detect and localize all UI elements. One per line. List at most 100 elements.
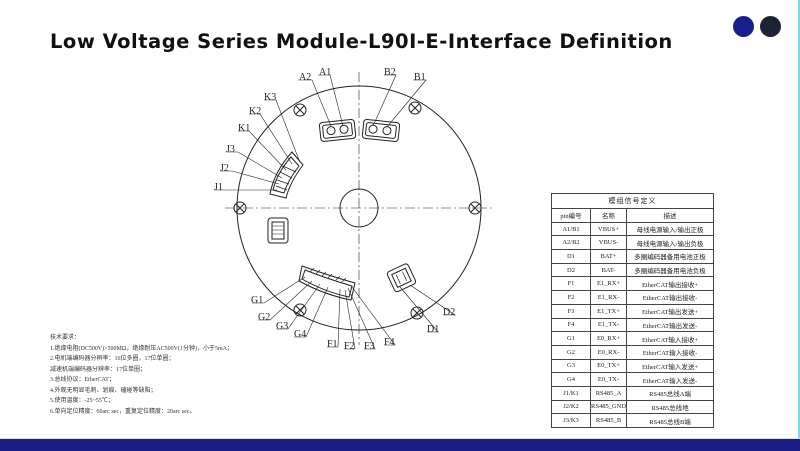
cell-desc: EtherCAT输出接收-: [626, 290, 715, 305]
tech-line: 4.外观无明显毛刺、划痕、磕碰等缺陷；: [50, 387, 157, 394]
tech-heading: 技术要求：: [50, 335, 81, 341]
edge-line: [798, 0, 800, 438]
decor-dot-blue: [733, 16, 754, 37]
cell-name: VBUS+: [589, 221, 628, 237]
cell-name: E0_RX-: [589, 344, 628, 360]
cell-name: E1_RX-: [589, 290, 628, 305]
cell-name: VBUS-: [589, 235, 628, 251]
cell-name: RS485_GND: [589, 399, 628, 415]
cell-pin: G3: [551, 358, 591, 374]
cell-desc: RS485总线B端: [626, 413, 715, 428]
cell-name: E0_RX+: [589, 331, 628, 346]
cell-name: BAT-: [589, 262, 628, 278]
tech-line: 5.使用温度：-25~55℃；: [50, 398, 114, 404]
table-header-row: pin编号 名称 描述: [551, 208, 715, 223]
connector-b: [361, 118, 401, 143]
label-K3: K3: [264, 92, 276, 103]
cell-pin: F1: [551, 276, 591, 292]
cell-pin: D2: [551, 262, 591, 278]
connector-gf: [298, 265, 356, 301]
label-K2: K2: [249, 106, 261, 117]
col-header-name: 名称: [589, 208, 628, 223]
label-G1: G1: [251, 295, 263, 306]
connector-side: [267, 217, 289, 244]
cell-name: E1_RX+: [589, 276, 628, 292]
leader-lines: [214, 74, 456, 350]
cell-name: E1_TX-: [589, 317, 628, 333]
label-F1: F1: [327, 339, 338, 350]
label-J1: J1: [214, 182, 223, 193]
cell-pin: D1: [551, 249, 591, 264]
cell-desc: 多圈编码器备用电池负极: [626, 262, 715, 278]
label-D2: D2: [443, 307, 455, 318]
label-A2: A2: [299, 72, 311, 83]
screw-icons: [233, 101, 482, 320]
label-F2: F2: [344, 341, 355, 352]
cell-desc: 母线电源输入/输出正极: [626, 221, 715, 237]
cell-desc: RS485总线地: [626, 399, 715, 415]
tech-line: 2.电机端编码器分辨率：16位多圈，17位单圈；: [50, 356, 175, 362]
cell-desc: RS485总线A端: [626, 385, 715, 401]
tech-line: 6.单向定位精度：60arc sec，重复定位精度：20arc sec。: [50, 408, 196, 415]
cell-pin: J3/K3: [551, 413, 591, 428]
label-D1: D1: [427, 324, 439, 335]
cell-pin: J1/K1: [551, 385, 591, 401]
label-F3: F3: [364, 341, 375, 352]
cell-desc: EtherCAT输出接收+: [626, 276, 715, 292]
cell-name: E0_TX+: [589, 358, 628, 374]
cell-desc: EtherCAT输入发送-: [626, 372, 715, 387]
label-J2: J2: [220, 163, 229, 174]
cell-pin: F4: [551, 317, 591, 333]
label-K1: K1: [238, 123, 250, 134]
cell-pin: G2: [551, 344, 591, 360]
cell-pin: G4: [551, 372, 591, 387]
cell-desc: 母线电源输入/输出负极: [626, 235, 715, 251]
cell-name: E0_TX-: [589, 372, 628, 387]
cell-name: BAT+: [589, 249, 628, 264]
cell-desc: EtherCAT输出发送+: [626, 303, 715, 319]
cell-pin: A1/B1: [551, 221, 591, 237]
cell-pin: F3: [551, 303, 591, 319]
connector-a: [318, 118, 357, 142]
cell-pin: A2/B2: [551, 235, 591, 251]
col-header-pin: pin编号: [551, 208, 591, 223]
label-G3: G3: [276, 321, 288, 332]
label-B1: B1: [414, 72, 426, 83]
cell-name: RS485_A: [589, 385, 628, 401]
label-G2: G2: [258, 312, 270, 323]
label-J3: J3: [226, 144, 235, 155]
cell-desc: EtherCAT输入发送+: [626, 358, 715, 374]
label-B2: B2: [384, 67, 396, 78]
col-header-desc: 描述: [626, 208, 715, 223]
cell-pin: F2: [551, 290, 591, 305]
label-F4: F4: [384, 337, 395, 348]
cell-desc: EtherCAT输出发送-: [626, 317, 715, 333]
technical-requirements: 技术要求： 1.绝缘电阻(DC500V)>500MΩ，绝缘耐压AC500V(1分…: [50, 333, 233, 417]
tech-line: 1.绝缘电阻(DC500V)>500MΩ，绝缘耐压AC500V(1分钟)，小于5…: [50, 345, 234, 352]
bottom-bar: [0, 438, 800, 451]
tech-line: 减速机端编码器分辨率：17位单圈；: [50, 366, 147, 373]
connector-d: [386, 263, 417, 293]
decor-dot-dark: [760, 16, 781, 37]
tech-line: 3.总线协议：EtherCAT；: [50, 377, 115, 383]
table-title: 模组信号定义: [550, 193, 715, 209]
cell-desc: EtherCAT输入接收-: [626, 344, 715, 360]
cell-name: E1_TX+: [589, 303, 628, 319]
connector-jk: [269, 151, 304, 199]
